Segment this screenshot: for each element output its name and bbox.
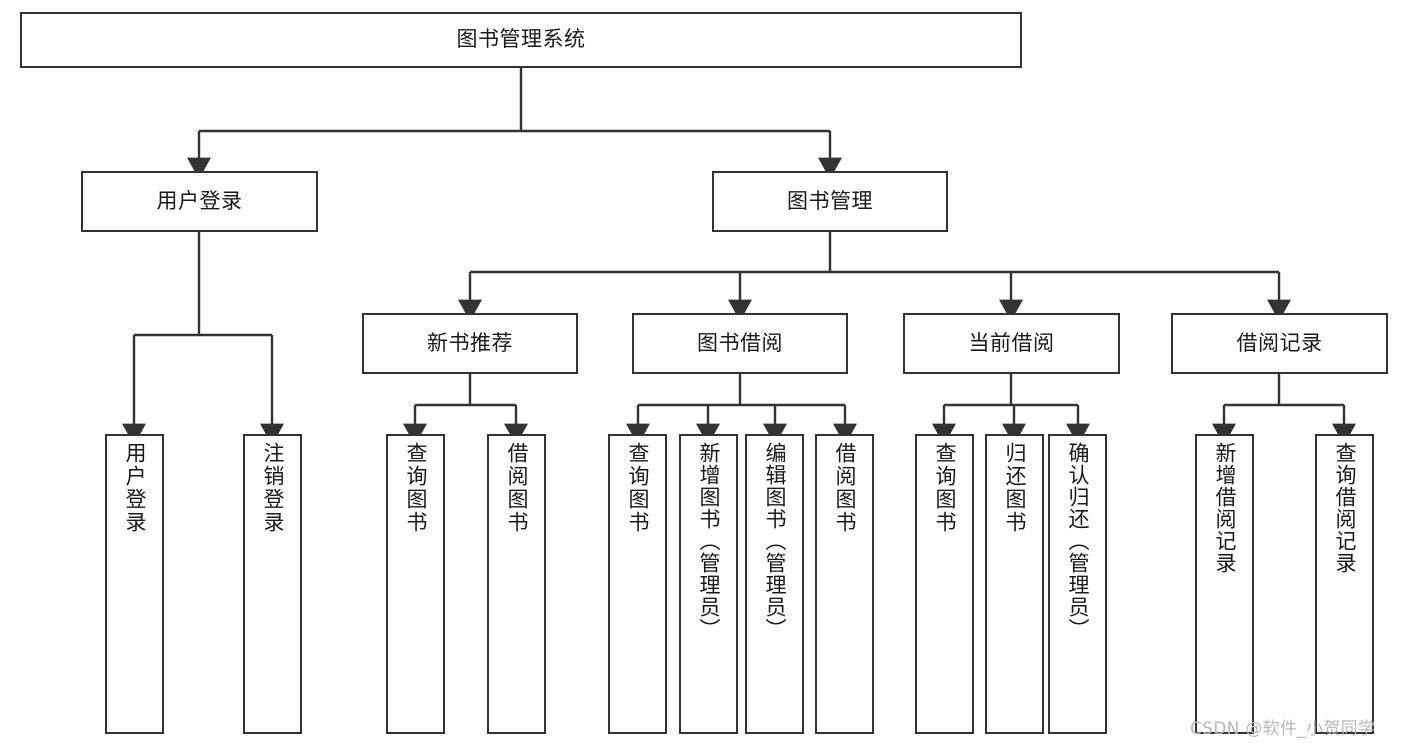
leaf-return-book[interactable]: 归还图书 — [985, 434, 1044, 734]
leaf-query-book-3[interactable]: 查询图书 — [915, 434, 974, 734]
node-user-login[interactable]: 用户登录 — [81, 171, 318, 232]
leaf-confirm-return-label: 确认归还（管理员） — [1065, 442, 1090, 640]
leaf-user-login-label: 用户登录 — [122, 442, 147, 534]
leaf-add-book[interactable]: 新增图书（管理员） — [679, 434, 738, 734]
leaf-query-book-2-label: 查询图书 — [625, 442, 650, 534]
leaf-return-book-label: 归还图书 — [1002, 442, 1027, 534]
leaf-query-record-label: 查询借阅记录 — [1332, 442, 1357, 574]
node-root-label: 图书管理系统 — [456, 27, 586, 52]
leaf-query-book-3-label: 查询图书 — [932, 442, 957, 534]
watermark: CSDN @软件_小贺同学 — [1190, 719, 1376, 739]
node-new-book-recommend[interactable]: 新书推荐 — [362, 313, 578, 374]
node-book-borrow-label: 图书借阅 — [697, 330, 783, 355]
node-new-book-recommend-label: 新书推荐 — [427, 330, 513, 355]
leaf-add-record[interactable]: 新增借阅记录 — [1195, 434, 1254, 734]
leaf-borrow-book-1-label: 借阅图书 — [504, 442, 529, 534]
leaf-add-book-label: 新增图书（管理员） — [696, 442, 721, 640]
leaf-query-book-1-label: 查询图书 — [403, 442, 428, 534]
leaf-edit-book-label: 编辑图书（管理员） — [762, 442, 787, 640]
leaf-query-book-2[interactable]: 查询图书 — [608, 434, 667, 734]
node-borrow-record-label: 借阅记录 — [1236, 330, 1323, 355]
node-current-borrow[interactable]: 当前借阅 — [903, 313, 1120, 374]
node-root[interactable]: 图书管理系统 — [20, 12, 1022, 68]
node-book-manage[interactable]: 图书管理 — [712, 171, 948, 232]
node-user-login-label: 用户登录 — [156, 188, 243, 213]
leaf-user-logout[interactable]: 注销登录 — [243, 434, 302, 734]
leaf-query-record[interactable]: 查询借阅记录 — [1315, 434, 1374, 734]
node-book-manage-label: 图书管理 — [787, 188, 873, 213]
leaf-query-book-1[interactable]: 查询图书 — [386, 434, 445, 734]
leaf-borrow-book-2[interactable]: 借阅图书 — [815, 434, 874, 734]
node-borrow-record[interactable]: 借阅记录 — [1171, 313, 1388, 374]
leaf-user-login[interactable]: 用户登录 — [105, 434, 164, 734]
node-current-borrow-label: 当前借阅 — [968, 330, 1055, 355]
leaf-borrow-book-1[interactable]: 借阅图书 — [487, 434, 546, 734]
leaf-confirm-return[interactable]: 确认归还（管理员） — [1048, 434, 1107, 734]
leaf-add-record-label: 新增借阅记录 — [1212, 442, 1237, 574]
leaf-edit-book[interactable]: 编辑图书（管理员） — [745, 434, 804, 734]
leaf-user-logout-label: 注销登录 — [260, 442, 285, 534]
node-book-borrow[interactable]: 图书借阅 — [632, 313, 848, 374]
leaf-borrow-book-2-label: 借阅图书 — [832, 442, 857, 534]
